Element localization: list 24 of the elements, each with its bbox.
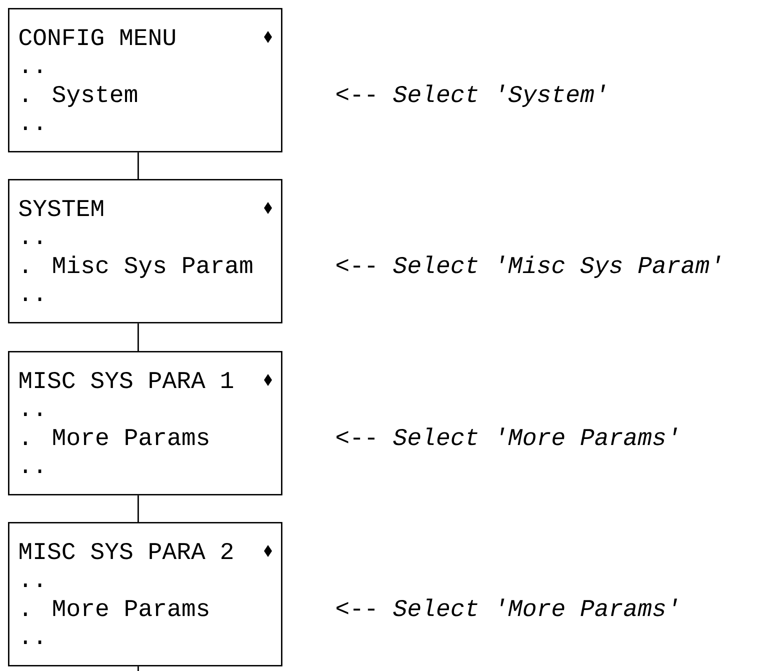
menu-dots: ..: [24, 70, 42, 73]
menu-dots: ..: [24, 470, 42, 473]
menu-title: CONFIG MENU: [20, 28, 175, 46]
instruction-text: <-- Select 'More Params': [336, 598, 678, 616]
connector-line: [138, 666, 139, 671]
instruction-text: <-- Select 'More Params': [336, 428, 678, 446]
menu-item: . Misc Sys Param: [24, 256, 252, 278]
connector-line: [138, 152, 139, 179]
menu-item: . System: [24, 86, 137, 107]
menu-dots: ..: [24, 640, 42, 644]
instruction-text: <-- Select 'Misc Sys Param': [336, 256, 720, 278]
menu-title: MISC SYS PARA 2: [20, 542, 232, 560]
menu-dots: ..: [24, 126, 42, 130]
instruction-text: <-- Select 'System': [336, 84, 606, 107]
menu-title: MISC SYS PARA 1: [20, 372, 234, 388]
menu-item: . More Params: [24, 600, 208, 616]
menu-dots: ..: [24, 298, 42, 301]
connector-line: [138, 323, 139, 351]
menu-title: SYSTEM: [19, 200, 104, 216]
connector-line: [138, 495, 139, 522]
menu-dots: ..: [24, 584, 42, 587]
menu-dots: ..: [24, 240, 42, 244]
menu-dots: ..: [24, 412, 42, 416]
menu-item: . More Params: [24, 429, 208, 446]
